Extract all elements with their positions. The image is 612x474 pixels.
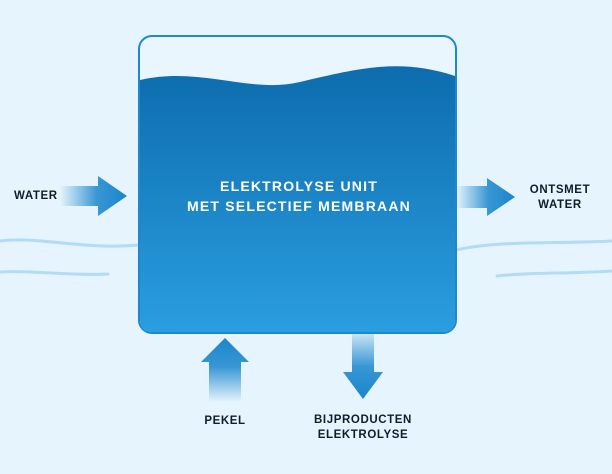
disinfected-water-output-arrow — [456, 178, 515, 216]
byproducts-label: BIJPRODUCTEN ELEKTROLYSE — [306, 413, 420, 443]
byproducts-label-line-2: ELEKTROLYSE — [317, 429, 409, 441]
water-input-arrow — [60, 176, 127, 216]
unit-title: ELEKTROLYSE UNIT MET SELECTIEF MEMBRAAN — [140, 176, 458, 216]
wave-line-right-2 — [495, 269, 612, 278]
byproducts-label-line-1: BIJPRODUCTEN — [314, 414, 412, 426]
tank-water — [140, 66, 455, 333]
water-waves — [0, 238, 612, 278]
disinfected-water-label: ONTSMET WATER — [520, 183, 600, 213]
wave-line-left-2 — [0, 270, 110, 276]
unit-title-line-2: MET SELECTIEF MEMBRAAN — [187, 198, 411, 214]
wave-line-right-1 — [454, 239, 612, 252]
wave-line-left-1 — [0, 238, 141, 248]
electrolysis-tank — [138, 35, 457, 334]
unit-title-line-1: ELEKTROLYSE UNIT — [220, 178, 378, 194]
byproducts-output-arrow — [343, 334, 383, 399]
brine-input-arrow — [201, 338, 249, 402]
brine-label: PEKEL — [204, 415, 246, 427]
water-input-label: WATER — [14, 190, 58, 202]
disinfected-water-label-line-2: WATER — [538, 199, 582, 211]
disinfected-water-label-line-1: ONTSMET — [529, 184, 591, 196]
